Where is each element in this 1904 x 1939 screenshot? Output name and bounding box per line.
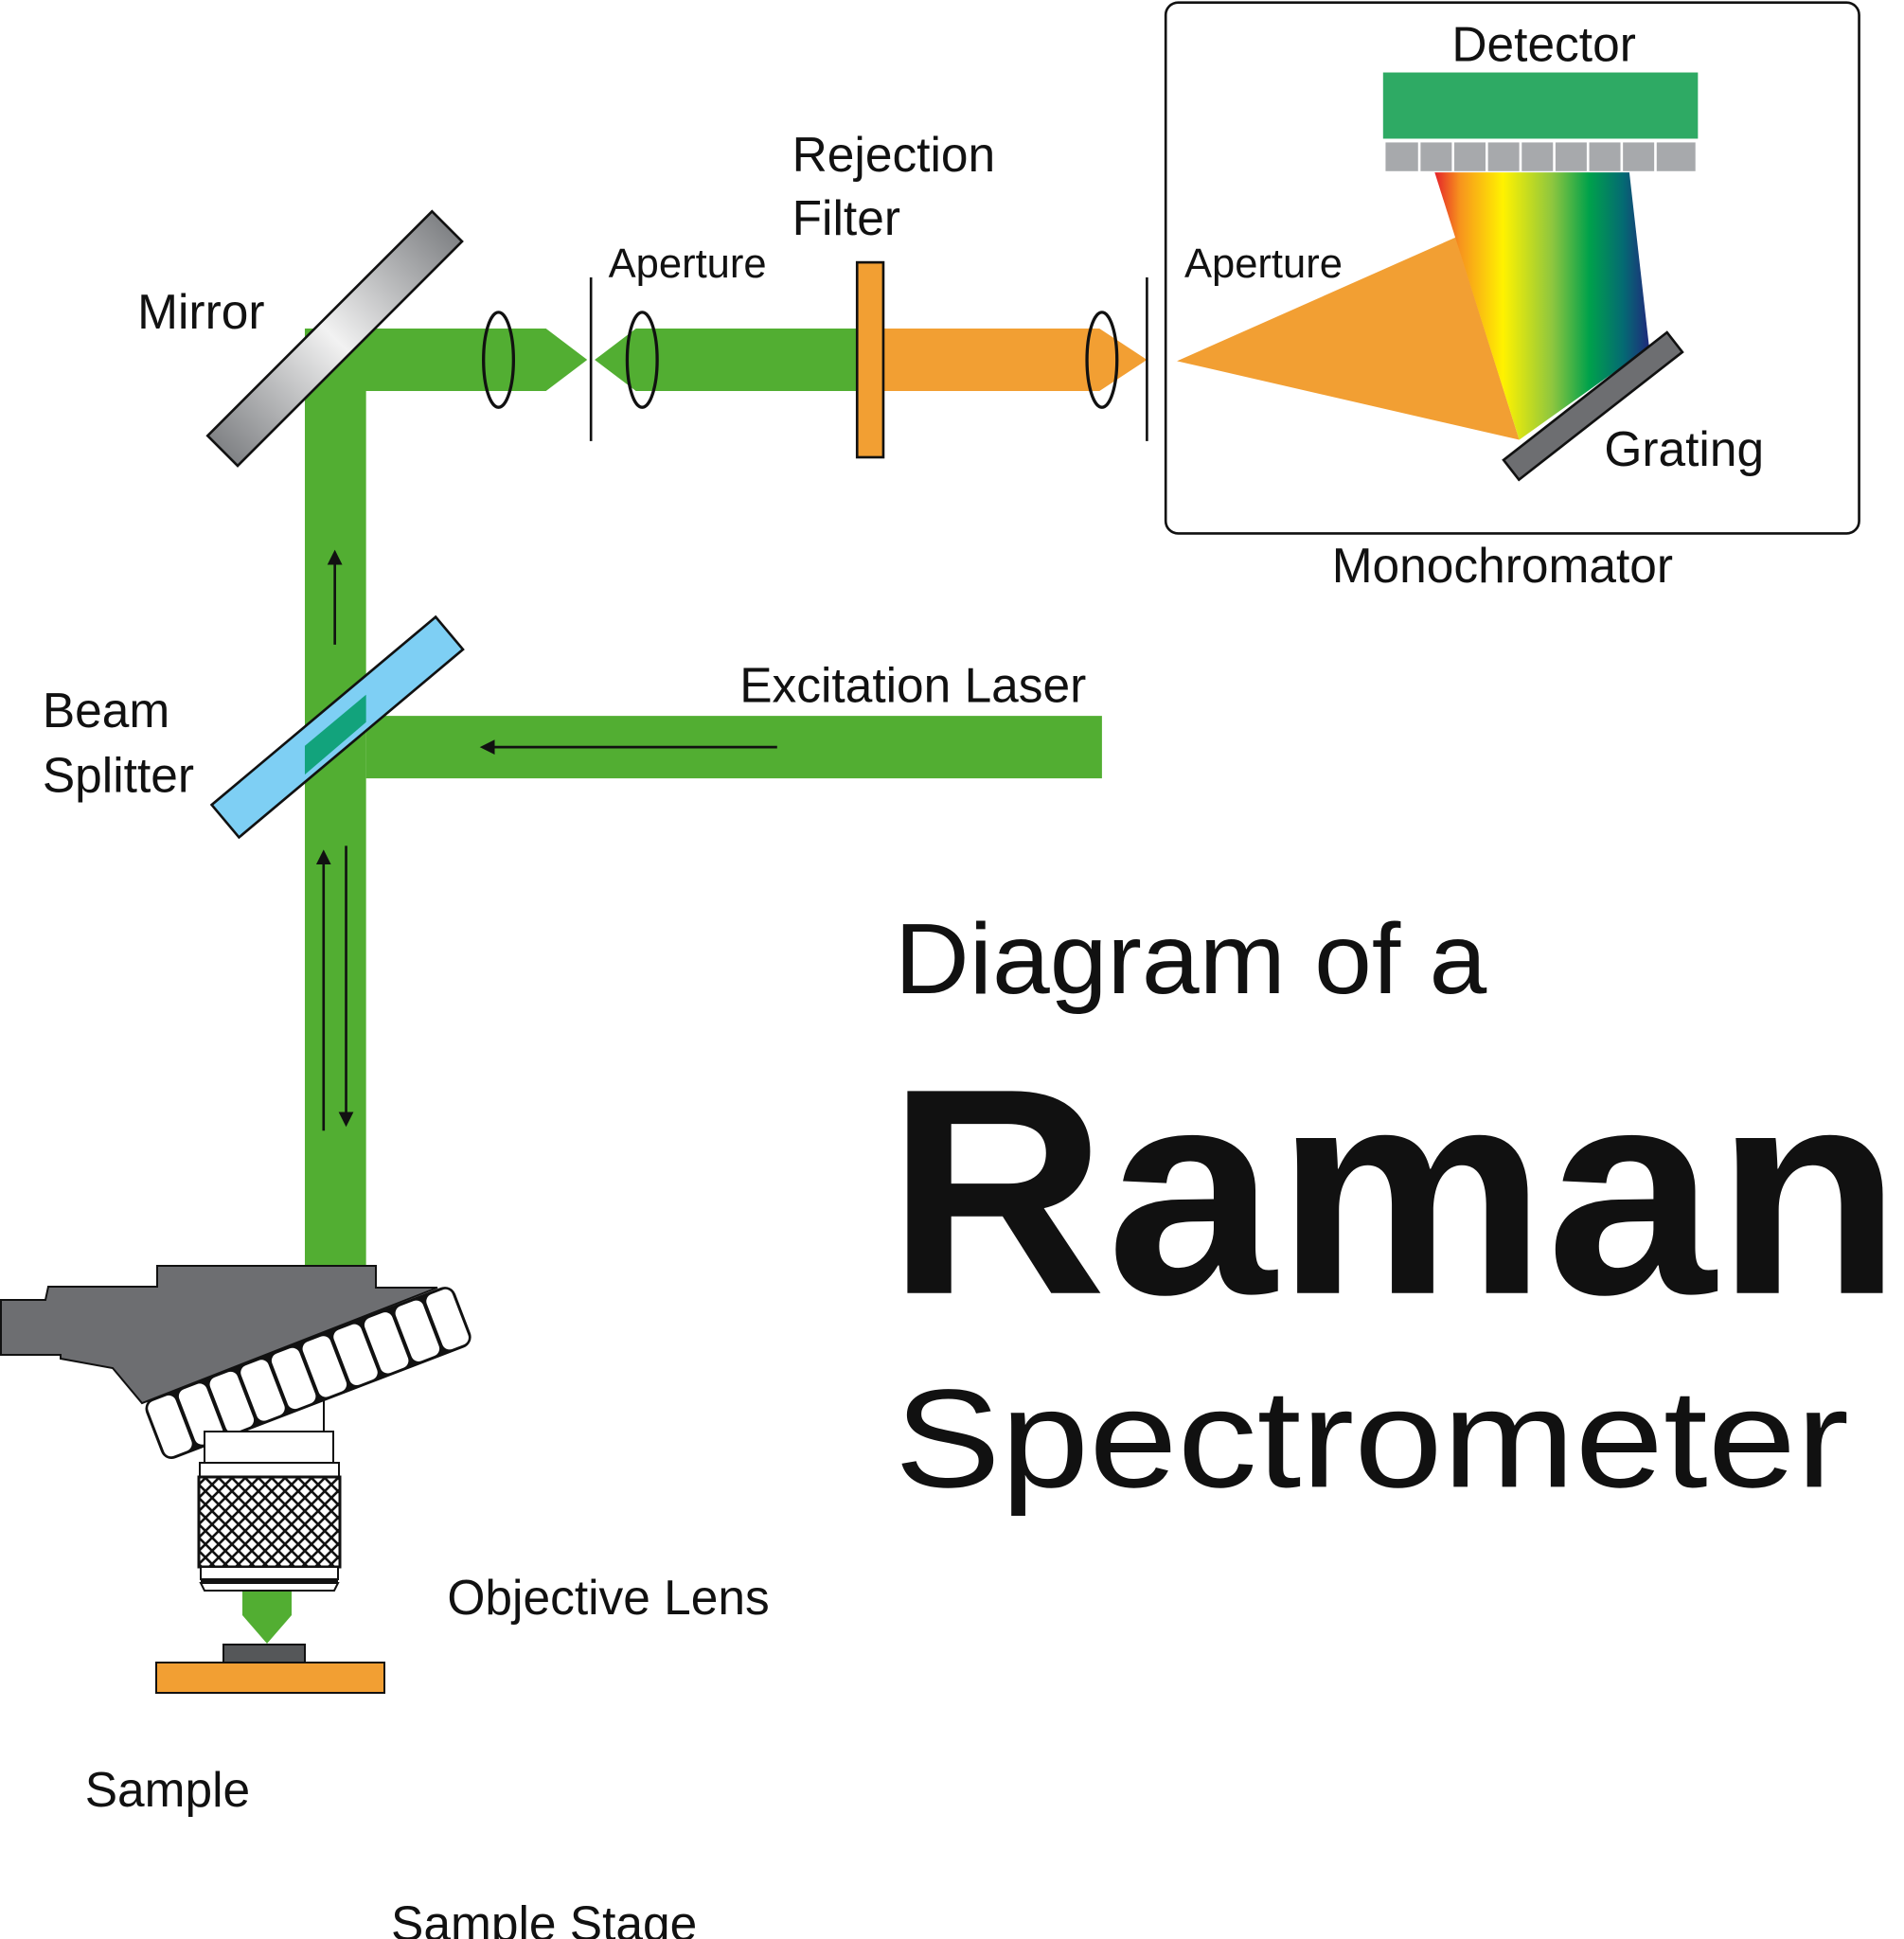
sample-label: Sample <box>85 1762 250 1817</box>
raman-beam <box>882 329 1148 392</box>
mirror <box>205 209 464 468</box>
spectrum <box>1433 170 1649 440</box>
beam-splitter-label-line1: Beam <box>43 683 169 738</box>
vertical-beam <box>304 329 366 1281</box>
sample <box>222 1644 306 1664</box>
lens-1 <box>482 311 516 409</box>
detector <box>1382 72 1699 139</box>
rejection-filter-label-line1: Rejection <box>792 127 996 182</box>
objective-lens-label: Objective Lens <box>447 1570 769 1625</box>
objective-lower-ring <box>200 1566 339 1580</box>
title-line2: Raman <box>887 1027 1902 1356</box>
beam-to-aperture <box>304 329 588 392</box>
beam-splitter-label-line2: Splitter <box>43 748 194 803</box>
lens-3 <box>1085 311 1119 409</box>
beam-after-aperture <box>595 329 858 392</box>
rejection-filter-label-line2: Filter <box>792 190 900 245</box>
grating-label: Grating <box>1604 421 1764 476</box>
sample-stage-label: Sample Stage <box>391 1895 697 1939</box>
rejection-filter <box>855 260 885 459</box>
mirror-label: Mirror <box>137 284 264 339</box>
objective-tip <box>199 1582 340 1592</box>
grating <box>1502 330 1684 482</box>
microscope <box>0 1265 472 1694</box>
objective-band <box>201 1579 338 1583</box>
orange-cone <box>1177 237 1520 440</box>
sample-stage <box>155 1662 385 1694</box>
detector-pixels <box>1384 141 1698 173</box>
beam-splitter-overlap <box>304 694 366 775</box>
lens-2 <box>625 311 659 409</box>
microscope-body <box>0 1265 438 1405</box>
monochromator-box <box>1164 1 1860 535</box>
excitation-laser-label: Excitation Laser <box>739 658 1086 713</box>
title-line1: Diagram of a <box>895 903 1487 1015</box>
focused-beam <box>242 1592 292 1644</box>
objective-knurled-grip <box>197 1475 342 1569</box>
aperture-label-2: Aperture <box>1184 241 1343 287</box>
nosepiece-turret <box>145 1287 472 1459</box>
objective-ring <box>199 1462 340 1478</box>
detector-label: Detector <box>1451 17 1635 72</box>
aperture-label-1: Aperture <box>609 241 767 287</box>
monochromator-label: Monochromator <box>1332 538 1673 593</box>
objective-collar <box>204 1431 334 1464</box>
title-line3: Spectrometer <box>895 1361 1849 1517</box>
